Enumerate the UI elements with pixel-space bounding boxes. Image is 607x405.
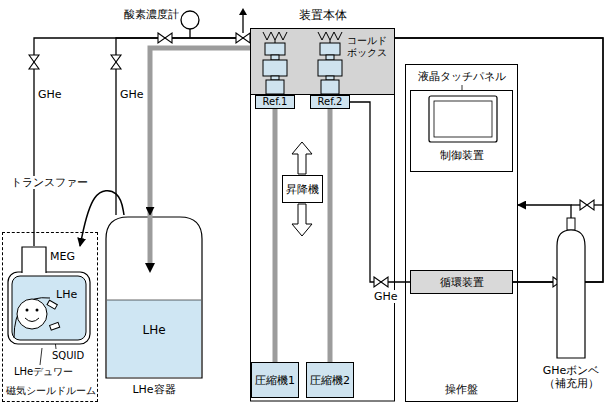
pipe-connector — [150, 48, 250, 215]
pipe-connector — [518, 205, 571, 218]
oxygen-meter: 酸素濃度計 — [120, 2, 202, 34]
node-text: 圧縮機2 — [310, 375, 350, 386]
node-text: LHe容器 — [104, 383, 204, 396]
supply-pipe — [594, 204, 603, 205]
node-text: コールドボックス — [347, 35, 393, 59]
meg-dewar: MEG LHe — [6, 246, 92, 346]
node-text: Ref.1 — [263, 97, 288, 107]
node-text: 制御装置 — [411, 149, 512, 162]
exhaust-pipe — [242, 14, 243, 33]
node-text: Ref.2 — [318, 97, 343, 107]
node-text: 昇降機 — [286, 184, 319, 195]
gas-cylinder: GHeボンベ （補充用） — [537, 218, 605, 402]
node-text: LHe — [56, 288, 77, 301]
meg-dewar-outline — [6, 246, 92, 346]
node-text: 操作盤 — [406, 383, 517, 396]
cold-box: コールドボックス — [250, 28, 395, 95]
lift-box: 昇降機 — [282, 175, 323, 203]
refrigerator-box: Ref.2 — [310, 95, 350, 109]
part-label: SQUID — [52, 350, 84, 362]
node-text: 装置本体 — [250, 8, 395, 22]
compressor-box: 圧縮機1 — [251, 362, 299, 398]
pipe-connector — [273, 109, 278, 362]
pipe-valve — [580, 200, 594, 210]
pipe-valve — [111, 55, 121, 69]
part-label: GHe — [38, 88, 62, 101]
pipe-valve — [374, 277, 388, 287]
node-text: MEG — [50, 250, 75, 263]
controller-box: 制御装置 — [410, 90, 513, 172]
pipe-valve — [158, 33, 172, 43]
sample-pipe — [189, 29, 190, 38]
supply-pipe — [571, 204, 580, 205]
part-label: LHeデュワー — [14, 366, 73, 378]
pipe-valve — [29, 55, 39, 69]
main-unit: 装置本体コールドボックス Ref.1 Ref.2 昇降機圧縮機1 圧縮機2 — [250, 8, 395, 402]
pipe-connector — [328, 109, 333, 362]
leader-line — [40, 348, 42, 365]
node-text: 循環装置 — [440, 277, 484, 288]
pipe-lines — [190, 14, 603, 205]
control-panel: 操作盤 制御装置循環装置 — [405, 64, 518, 402]
lhe-container: LHeLHe容器 — [104, 215, 204, 400]
node-text: GHeボンベ （補充用） — [537, 364, 605, 390]
pipe-connector — [350, 102, 410, 282]
compressor-box: 圧縮機2 — [306, 362, 354, 398]
refrigerator-box: Ref.1 — [255, 95, 295, 109]
connector-label: GHe — [373, 290, 399, 303]
part-label: 液晶タッチパネル — [418, 70, 506, 83]
node-text: 圧縮機1 — [255, 375, 295, 386]
pipe-valve — [236, 33, 250, 43]
exhaust-arrowhead — [239, 8, 247, 15]
circulator-box: 循環装置 — [410, 270, 513, 294]
node-text: LHe — [104, 323, 204, 337]
node-text: 酸素濃度計 — [124, 8, 179, 21]
lhe-container-outline — [104, 215, 204, 400]
node-text: 磁気シールドルーム — [6, 385, 96, 397]
part-label: GHe — [120, 88, 144, 101]
connector-label: トランスファー — [10, 176, 89, 189]
